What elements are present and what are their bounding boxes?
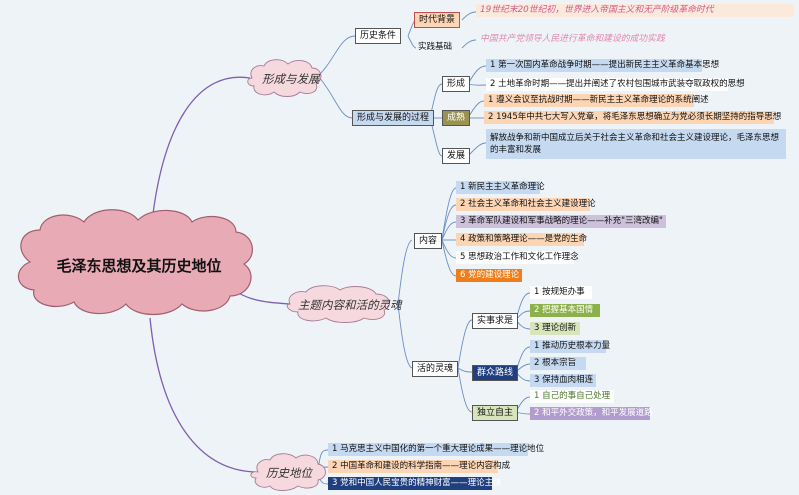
mature-item-1: 1 遵义会议至抗战时期——新民主主义革命理论的系统阐述 xyxy=(484,94,709,107)
branch-content[interactable]: 主题内容和活的灵魂 xyxy=(298,298,402,312)
node-mass[interactable]: 群众路线 xyxy=(472,365,519,381)
node-conditions[interactable]: 历史条件 xyxy=(355,28,402,44)
core-item-3: 3 革命军队建设和军事战略的理论——补充"三湾改编" xyxy=(456,215,666,228)
node-soul[interactable]: 活的灵魂 xyxy=(412,361,459,377)
status-cloud xyxy=(250,453,326,491)
form-item-1: 1 第一次国内革命战争时期——提出新民主主义革命基本思想 xyxy=(486,59,719,72)
branch-formation[interactable]: 形成与发展 xyxy=(262,72,320,86)
core-item-6: 6 党的建设理论 xyxy=(456,269,522,282)
develop-text: 解放战争和新中国成立后关于社会主义革命和社会主义建设理论，毛泽东思想的丰富和发展 xyxy=(486,129,786,159)
core-item-2: 2 社会主义革命和社会主义建设理论 xyxy=(456,198,596,211)
branch-status[interactable]: 历史地位 xyxy=(266,466,312,480)
core-item-5: 5 思想政治工作和文化工作理念 xyxy=(456,251,579,264)
node-era[interactable]: 时代背景 xyxy=(414,12,461,28)
node-form[interactable]: 形成 xyxy=(442,76,471,92)
core-item-1: 1 新民主主义革命理论 xyxy=(456,181,545,194)
indep-item-1: 1 自己的事自己处理 xyxy=(530,390,614,403)
node-mature[interactable]: 成熟 xyxy=(442,110,471,126)
mass-item-3: 3 保持血肉相连 xyxy=(530,374,596,387)
node-core[interactable]: 内容 xyxy=(414,233,443,249)
mature-item-2: 2 1945年中共七大写入党章，将毛泽东思想确立为党必须长期坚持的指导思想 xyxy=(484,111,781,124)
formation-cloud xyxy=(247,59,322,97)
core-item-4: 4 政策和策略理论——是党的生命 xyxy=(456,233,587,246)
content-cloud xyxy=(286,285,390,323)
node-practice[interactable]: 实践基础 xyxy=(418,42,453,52)
seek-item-1: 1 按规矩办事 xyxy=(530,286,592,299)
indep-item-2: 2 和平外交政策，和平发展道路 xyxy=(530,407,653,420)
mass-item-1: 1 推动历史根本力量 xyxy=(530,340,610,353)
seek-item-2: 2 把握基本国情 xyxy=(530,304,600,317)
node-seek[interactable]: 实事求是 xyxy=(472,313,519,329)
status-item-2: 2 中国革命和建设的科学指南——理论内容构成 xyxy=(328,460,510,473)
node-process[interactable]: 形成与发展的过程 xyxy=(352,110,435,126)
mass-item-2: 2 根本宗旨 xyxy=(530,357,586,370)
era-text: 19世纪末20世纪初，世界进入帝国主义和无产阶级革命时代 xyxy=(476,4,794,17)
root-cloud xyxy=(17,209,253,315)
seek-item-3: 3 理论创新 xyxy=(530,322,580,335)
node-develop[interactable]: 发展 xyxy=(442,148,471,164)
practice-text: 中国共产党领导人民进行革命和建设的成功实践 xyxy=(480,34,665,44)
root-title: 毛泽东思想及其历史地位 xyxy=(56,257,222,275)
node-indep[interactable]: 独立自主 xyxy=(472,405,519,421)
form-item-2: 2 土地革命时期——提出并阐述了农村包围城市武装夺取政权的思想 xyxy=(486,78,745,91)
status-item-1: 1 马克思主义中国化的第一个重大理论成果——理论地位 xyxy=(328,443,544,456)
status-item-3: 3 党和中国人民宝贵的精神财富——理论主体 xyxy=(328,477,502,490)
